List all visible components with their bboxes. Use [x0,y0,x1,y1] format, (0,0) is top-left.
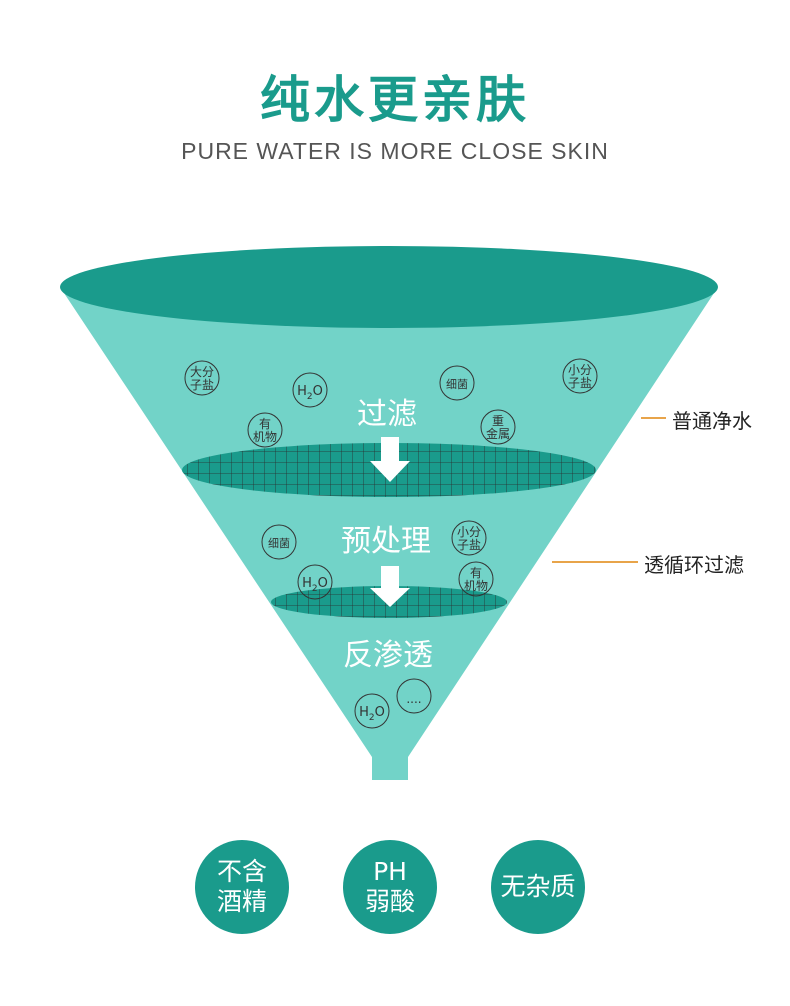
particle-h2o: H2O [292,372,328,408]
page-title: 纯水更亲肤 [260,71,530,129]
svg-text:机物: 机物 [464,579,488,593]
arrow-down-icon [370,437,410,482]
svg-text:小分: 小分 [568,363,592,377]
badge-no-alcohol: 不含 酒精 [195,840,289,934]
funnel-body [60,287,718,780]
svg-text:有: 有 [259,417,271,431]
funnel-rim [60,246,718,328]
particle-heavy-metal: 重 金属 [480,409,516,445]
particle-bacteria: 细菌 [439,365,475,401]
particle-ellipsis: .... [396,678,432,714]
stage-label-pretreat: 预处理 [341,524,431,559]
particle-small-salt: 小分 子盐 [451,520,487,556]
particle-organic: 有 机物 [247,412,283,448]
svg-text:子盐: 子盐 [457,538,481,552]
svg-text:机物: 机物 [253,430,277,444]
particle-h2o: H2O [297,564,333,600]
badge-no-impurity: 无杂质 [491,840,585,934]
badge-line-1: 不含 [216,857,267,886]
svg-text:....: .... [406,692,421,706]
svg-text:细菌: 细菌 [446,378,468,391]
svg-text:金属: 金属 [486,426,510,441]
svg-text:子盐: 子盐 [568,376,592,390]
particle-small-salt: 小分 子盐 [562,358,598,394]
side-label-ordinary: 普通净水 [672,409,752,433]
badge-line-2: 弱酸 [364,887,415,916]
svg-text:小分: 小分 [457,525,481,539]
stage-label-filter: 过滤 [357,397,417,432]
badge-line-1: PH [373,857,407,886]
particle-bacteria: 细菌 [261,524,297,560]
svg-text:H2O: H2O [302,576,328,594]
badge-line-1: 无杂质 [500,872,576,901]
page-subtitle: PURE WATER IS MORE CLOSE SKIN [181,138,609,164]
badge-line-2: 酒精 [216,887,267,916]
stage-label-ro: 反渗透 [343,638,433,673]
svg-text:重: 重 [492,414,504,428]
particle-organic: 有 机物 [458,561,494,597]
side-label-circulation: 透循环过滤 [644,553,744,577]
svg-text:大分: 大分 [190,365,214,379]
badge-ph-acidic: PH 弱酸 [343,840,437,934]
svg-text:H2O: H2O [297,384,323,402]
svg-text:子盐: 子盐 [190,378,214,392]
svg-text:细菌: 细菌 [268,537,290,550]
svg-text:H2O: H2O [359,705,385,723]
particle-big-salt: 大分 子盐 [184,360,220,396]
svg-text:有: 有 [470,566,482,580]
arrow-down-icon [370,566,410,607]
particle-h2o: H2O [354,693,390,729]
